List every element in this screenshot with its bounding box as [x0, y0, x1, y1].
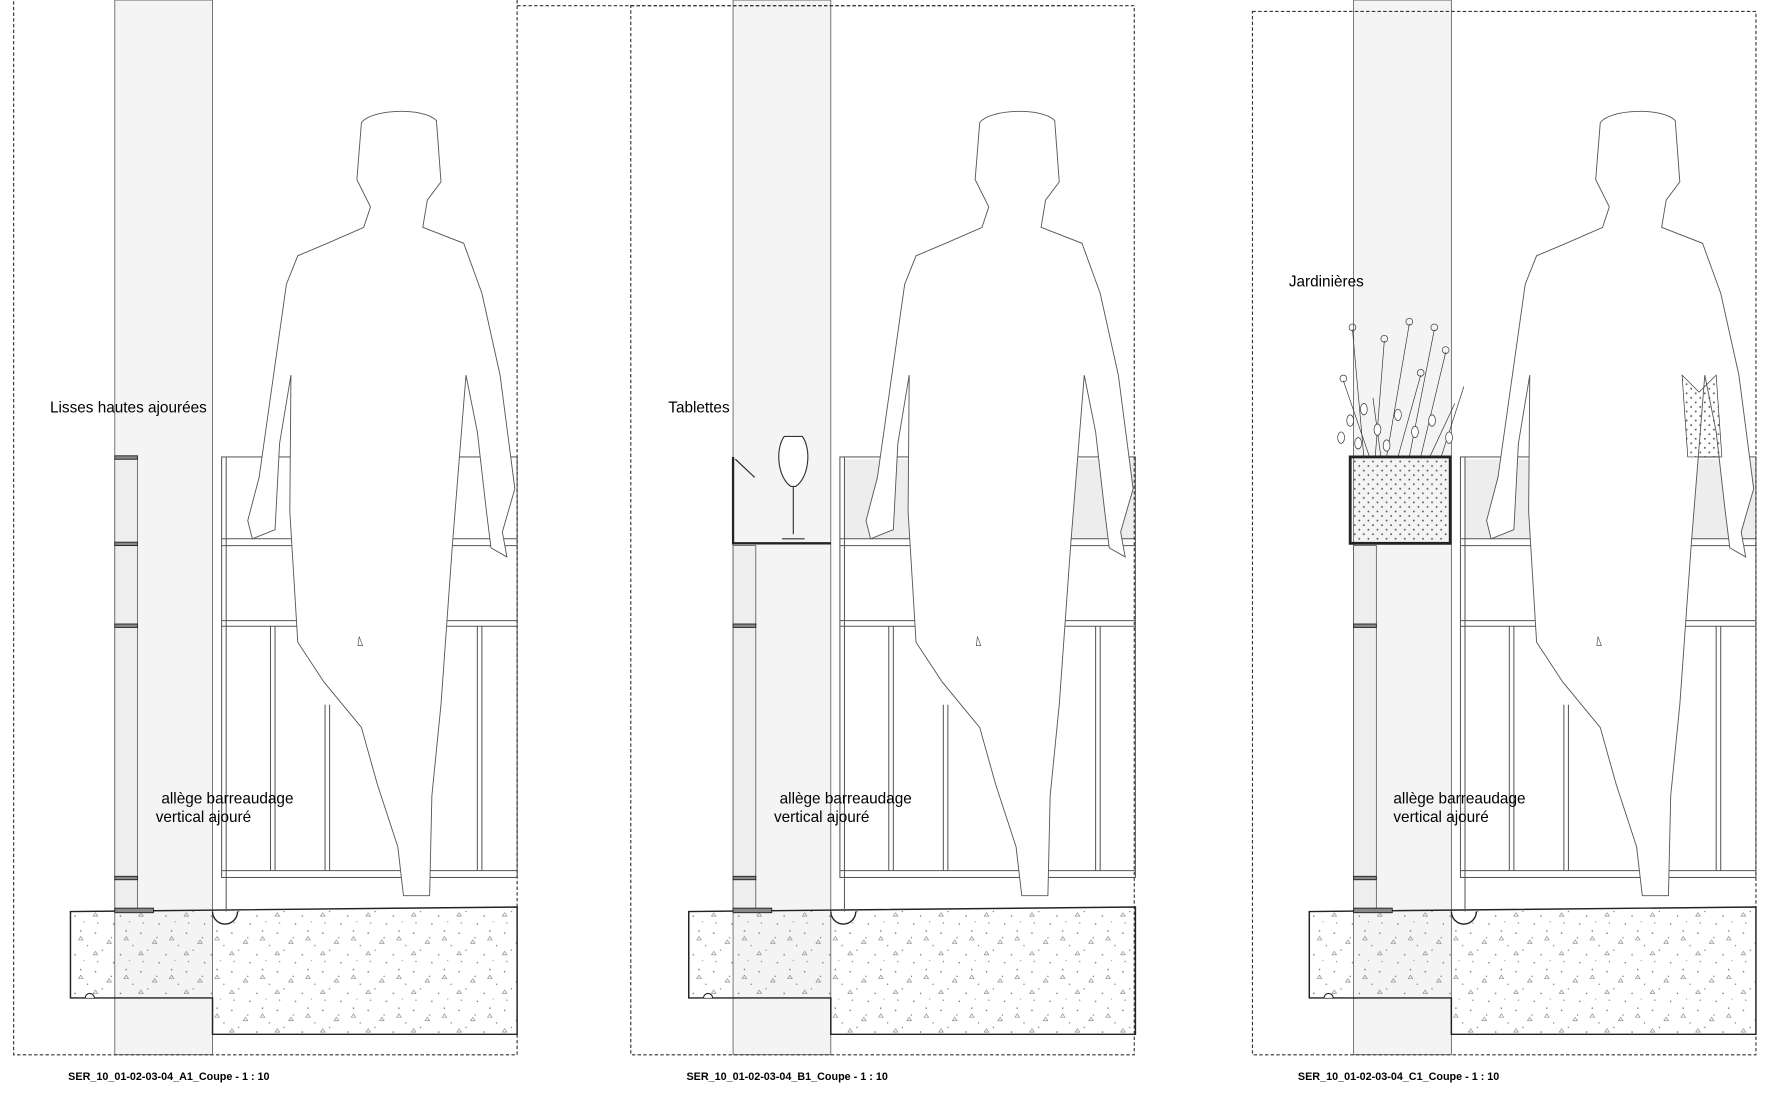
- panel-c1: Jardinières allège barreaudage vertical …: [1251, 0, 1757, 1083]
- label-bottom-2: vertical ajouré: [156, 809, 251, 826]
- panel-frame: [13, 0, 518, 1056]
- caption: SER_10_01-02-03-04_B1_Coupe - 1 : 10: [686, 1071, 887, 1083]
- wine-glass-icon: [778, 435, 809, 540]
- label-bottom-1: allège barreaudage: [780, 791, 912, 808]
- label-bottom-1: allège barreaudage: [161, 791, 293, 808]
- jardiniere-planter: [1348, 455, 1452, 545]
- post: [1353, 545, 1393, 914]
- label-bottom-2: vertical ajouré: [774, 809, 869, 826]
- caption: SER_10_01-02-03-04_C1_Coupe - 1 : 10: [1298, 1071, 1499, 1083]
- label-bottom-1: allège barreaudage: [1393, 791, 1525, 808]
- post: [732, 545, 773, 914]
- lisses-hautes-post: [114, 455, 154, 914]
- label-top: Lisses hautes ajourées: [50, 400, 207, 417]
- panel-b1: Tablettes allège barreaudage vertical aj…: [517, 0, 1137, 1083]
- label-top: Tablettes: [668, 400, 730, 417]
- tablette-shelf: [731, 456, 831, 545]
- label-bottom-2: vertical ajouré: [1393, 809, 1488, 826]
- plants: [1337, 317, 1723, 458]
- caption: SER_10_01-02-03-04_A1_Coupe - 1 : 10: [68, 1071, 269, 1083]
- label-top: Jardinières: [1289, 273, 1364, 290]
- panel-a1: Lisses hautes ajourées allège barreaudag…: [13, 0, 518, 1083]
